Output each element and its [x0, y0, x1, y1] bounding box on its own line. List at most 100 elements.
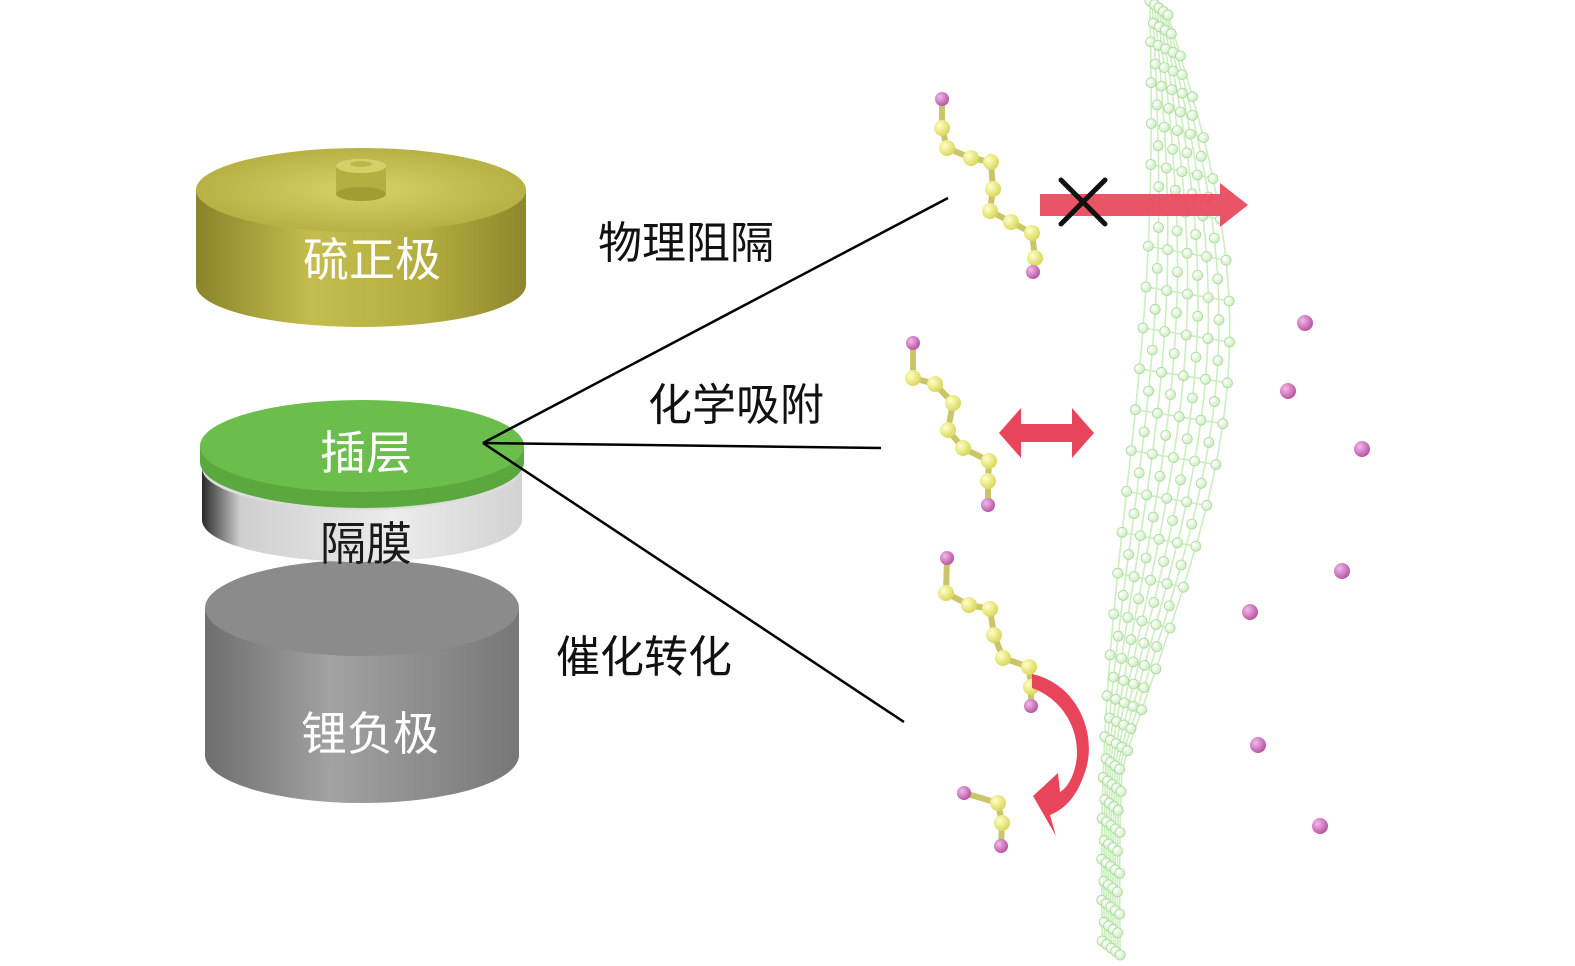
- lattice-atom: [1145, 118, 1157, 129]
- lattice-atom: [1175, 474, 1186, 486]
- lattice-atom: [1168, 452, 1179, 464]
- separator-label: 隔膜: [320, 517, 412, 571]
- lattice-atom: [1220, 254, 1232, 266]
- lattice-atom: [1185, 128, 1196, 140]
- lattice-atom: [1213, 314, 1225, 326]
- sulfur-atom: [955, 440, 971, 456]
- lithium-atom: [1334, 563, 1350, 579]
- lattice-atom: [1181, 247, 1193, 259]
- lattice-atom: [1138, 682, 1150, 693]
- lattice-atom: [1187, 91, 1198, 103]
- lattice-atom: [1165, 28, 1177, 40]
- lattice-atom: [1118, 675, 1130, 686]
- lithium-atom: [1312, 818, 1328, 834]
- lattice-atom: [1162, 9, 1174, 21]
- lattice-atom: [1222, 377, 1233, 389]
- lattice-atom: [1202, 292, 1214, 304]
- polysulfide-chain-4: [957, 786, 1010, 853]
- lattice-atom: [1122, 612, 1134, 623]
- lattice-atom: [1175, 50, 1186, 62]
- lattice-atom: [1203, 436, 1215, 448]
- polysulfide-chain-2: [905, 336, 997, 512]
- lattice-atom: [1175, 106, 1186, 118]
- cathode-label: 硫正极: [303, 233, 441, 287]
- lattice-atom: [1153, 222, 1164, 233]
- dispersed-atoms: [1242, 315, 1370, 834]
- pointer-lines: [482, 196, 949, 724]
- lattice-atom: [1176, 69, 1188, 80]
- lattice-atom: [1160, 429, 1172, 441]
- lattice-atom: [1151, 262, 1163, 274]
- lattice-atom: [1207, 173, 1219, 184]
- lattice-atom: [1212, 273, 1224, 285]
- lattice-atom: [1156, 80, 1167, 92]
- lithium-atom: [940, 551, 954, 565]
- lattice-atom: [1161, 492, 1173, 504]
- lattice-atom: [1181, 147, 1193, 159]
- lattice-atom: [1145, 159, 1157, 170]
- lattice-atom: [1125, 723, 1137, 734]
- lattice-atom: [1137, 322, 1149, 334]
- lattice-atom: [1108, 608, 1120, 620]
- lattice-atom: [1209, 396, 1220, 407]
- lattice-atom: [1116, 526, 1128, 538]
- sulfur-atom: [939, 140, 955, 156]
- lattice-atom: [1114, 908, 1126, 920]
- lattice-atom: [1153, 533, 1165, 545]
- lattice-atom: [1167, 65, 1179, 77]
- pointer-line-catalytic: [482, 441, 905, 724]
- cross-icon: [1058, 177, 1108, 227]
- lattice-atom: [1140, 552, 1152, 564]
- lattice-atom: [1114, 867, 1126, 879]
- lattice-atom: [1158, 556, 1169, 567]
- lattice-atom: [1117, 590, 1129, 601]
- lattice-atom: [1104, 649, 1116, 661]
- lattice-atom: [1187, 392, 1198, 404]
- lithium-atom: [1026, 265, 1040, 279]
- pointer-line-chemical: [482, 441, 882, 450]
- lattice-atom: [1135, 530, 1146, 542]
- lattice-atom: [1200, 373, 1211, 385]
- lattice-atom: [1159, 326, 1171, 337]
- lattice-atom: [1190, 229, 1202, 240]
- lattice-atom: [1173, 411, 1185, 423]
- lattice-atom: [1151, 99, 1163, 111]
- lattice-atom: [1149, 58, 1161, 70]
- sulfur-atom: [938, 585, 954, 601]
- sulfur-atom: [990, 795, 1006, 811]
- lattice-atom: [1168, 348, 1180, 360]
- lithium-atom: [935, 92, 949, 106]
- physical-blocking-label: 物理阻隔: [598, 218, 774, 269]
- lattice-atom: [1223, 295, 1235, 307]
- lithium-atom: [906, 336, 920, 350]
- lattice-atom: [1171, 307, 1182, 319]
- lattice-atom: [1178, 581, 1189, 593]
- interlayer-label: 插层: [320, 426, 412, 480]
- lattice-atom: [1195, 477, 1207, 489]
- lattice-atom: [1108, 671, 1119, 683]
- lattice-atom: [1149, 303, 1161, 315]
- lithium-atom: [1280, 383, 1296, 399]
- lattice-atom: [1112, 845, 1123, 857]
- chemical-adsorption-label: 化学吸附: [648, 380, 824, 431]
- lattice-atom: [1148, 597, 1160, 608]
- sulfur-atom: [980, 473, 996, 489]
- lattice-atom: [1195, 150, 1207, 162]
- lattice-atom: [1142, 240, 1154, 252]
- lattice-atom: [1112, 567, 1124, 579]
- lattice-atom: [1217, 418, 1229, 430]
- lattice-atom: [1123, 549, 1134, 560]
- sulfur-atom: [934, 120, 950, 136]
- lattice-atom: [1114, 827, 1126, 838]
- lattice-atom: [1190, 351, 1202, 363]
- lattice-atom: [1133, 593, 1144, 605]
- cathode-terminal: [336, 159, 386, 201]
- lattice-atom: [1150, 663, 1162, 675]
- interlayer-disk: [200, 400, 524, 508]
- lattice-atom: [1151, 641, 1163, 653]
- lattice-atom: [1167, 515, 1178, 526]
- lattice-atom: [1156, 366, 1167, 378]
- lattice-atom: [1127, 656, 1139, 668]
- lattice-atom: [1164, 622, 1176, 634]
- lattice-atom: [1112, 886, 1123, 898]
